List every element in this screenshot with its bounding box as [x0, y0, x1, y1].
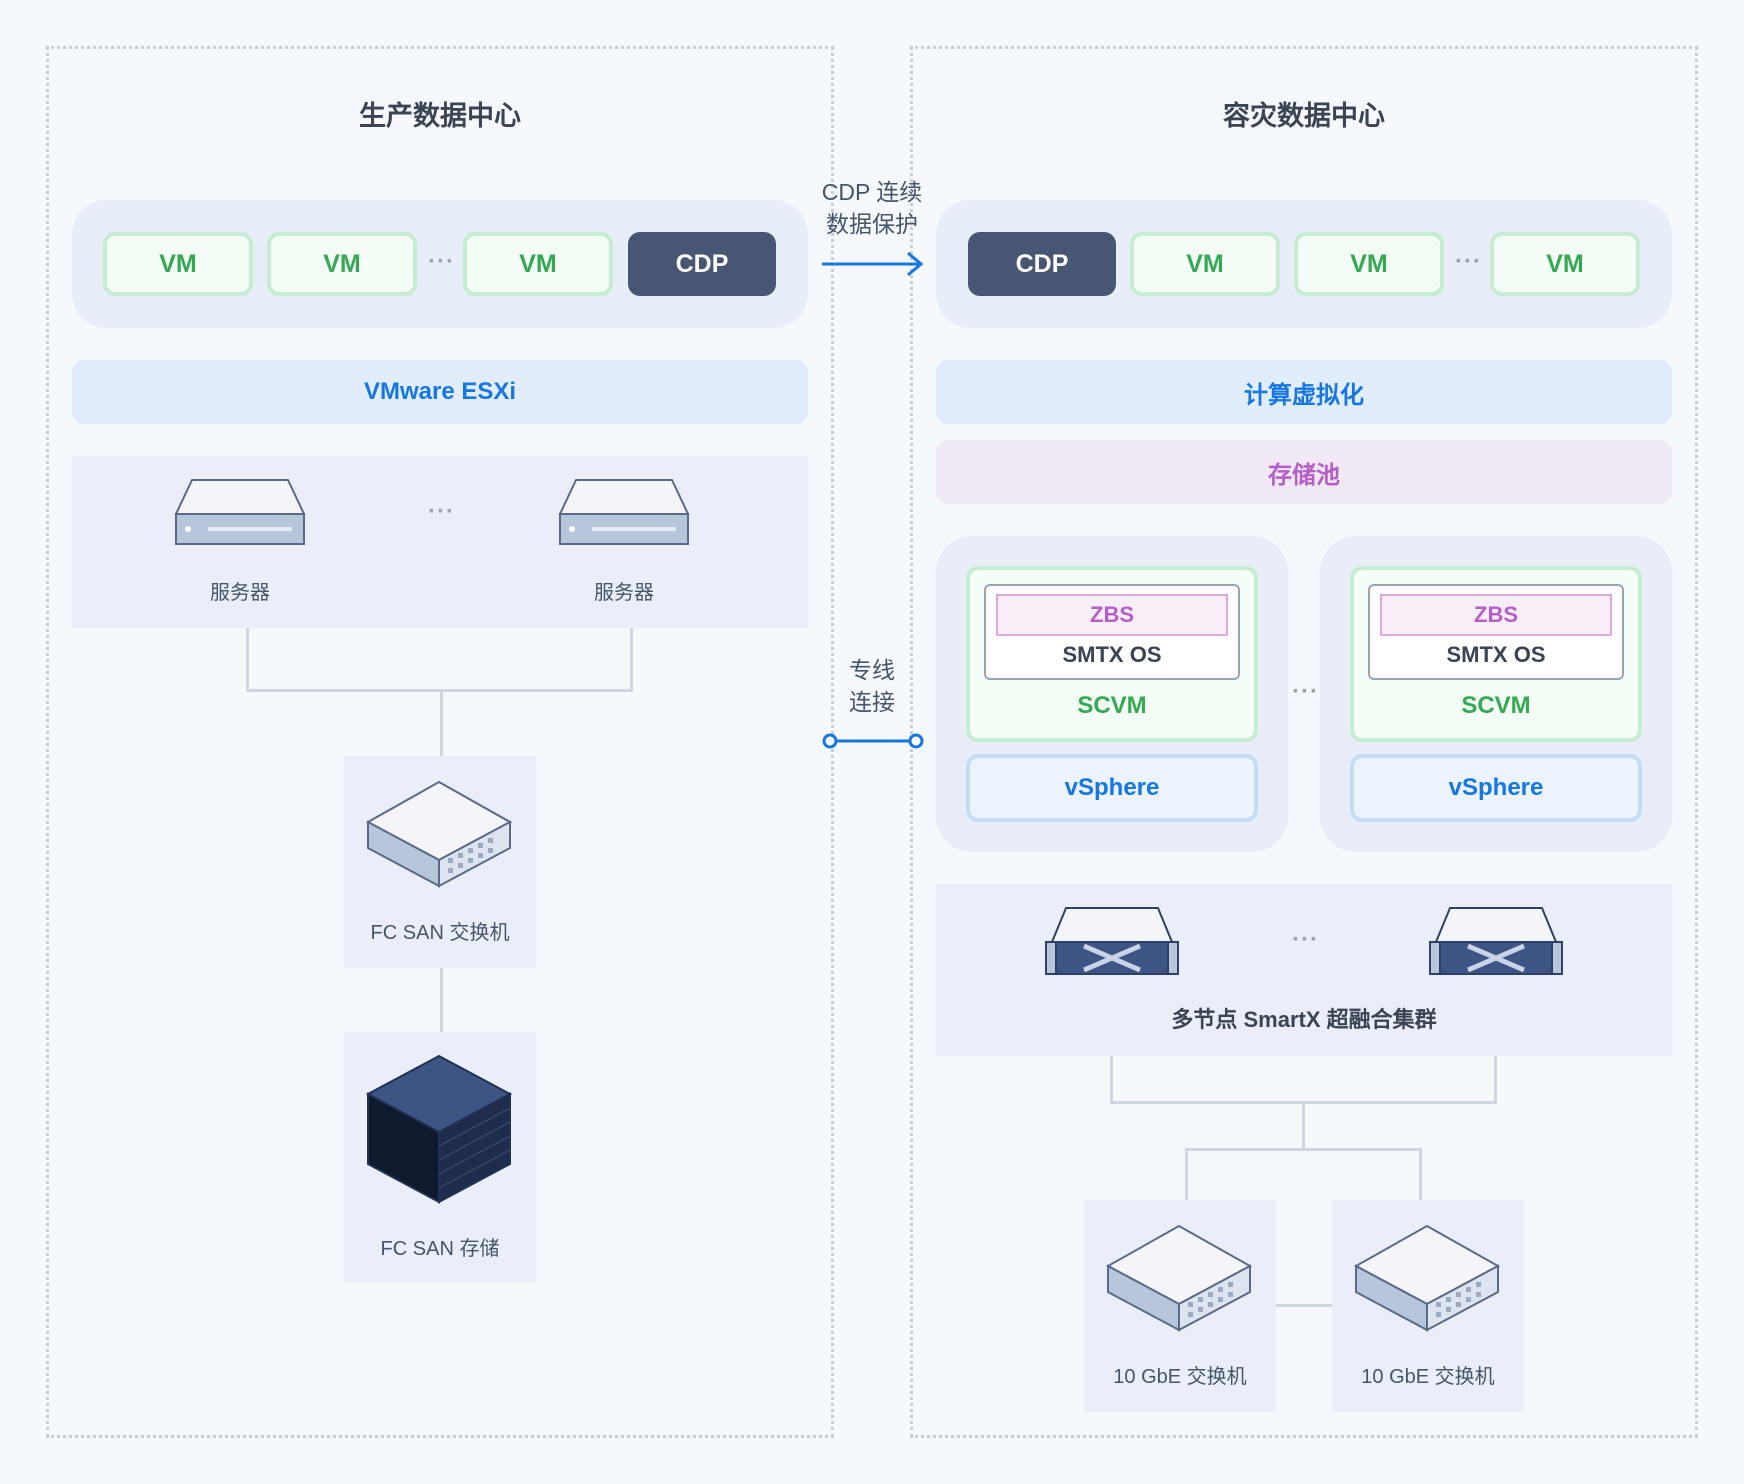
scvm-label: SCVM: [1077, 692, 1147, 719]
gbe-switch-label: 10 GbE 交换机: [1361, 1366, 1495, 1388]
connector-line: [246, 628, 249, 692]
vm-box: VM: [103, 232, 253, 296]
cdp-box: CDP: [968, 232, 1116, 296]
storage-cube-icon: [366, 1054, 512, 1204]
connector-line: [440, 968, 443, 1032]
ellipsis: ···: [1455, 248, 1482, 275]
vsphere-box: vSphere: [966, 754, 1258, 822]
vsphere-box: vSphere: [1350, 754, 1642, 822]
connector-line: [1185, 1148, 1422, 1151]
network-switch-icon: [1354, 1224, 1500, 1332]
server-icon: [558, 479, 690, 545]
network-switch-icon: [366, 780, 512, 888]
server-label: 服务器: [210, 582, 270, 604]
vm-box: VM: [267, 232, 417, 296]
hci-server-icon: [1429, 907, 1563, 975]
connector-line: [1302, 1101, 1305, 1151]
fc-switch-label: FC SAN 交换机: [370, 922, 510, 944]
cluster-label: 多节点 SmartX 超融合集群: [1171, 1007, 1437, 1032]
gbe-switch-label: 10 GbE 交换机: [1113, 1366, 1247, 1388]
scvm-label: SCVM: [1461, 692, 1531, 719]
link-connector-icon: [822, 733, 924, 749]
smtx-os-label: SMTX OS: [1062, 642, 1162, 667]
connector-line: [246, 689, 633, 692]
connector-line: [1419, 1148, 1422, 1200]
ellipsis: ···: [1292, 926, 1319, 953]
dr-title: 容灾数据中心: [1223, 101, 1385, 131]
server-label: 服务器: [594, 582, 654, 604]
connector-line: [1110, 1056, 1113, 1104]
vm-box: VM: [1490, 232, 1640, 296]
smtx-os-label: SMTX OS: [1446, 642, 1546, 667]
cdp-protection-label: CDP 连续 数据保护: [821, 179, 923, 237]
vm-box: VM: [1130, 232, 1280, 296]
compute-virtualization-band: 计算虚拟化: [936, 360, 1672, 424]
connector-line: [1276, 1304, 1332, 1307]
vm-box: VM: [1294, 232, 1444, 296]
connector-line: [630, 628, 633, 692]
connector-line: [440, 689, 443, 757]
zbs-box: ZBS: [996, 594, 1228, 636]
fc-storage-label: FC SAN 存储: [380, 1238, 500, 1260]
vm-box: VM: [463, 232, 613, 296]
zbs-box: ZBS: [1380, 594, 1612, 636]
cdp-box: CDP: [628, 232, 776, 296]
arrow-right-icon: [822, 251, 924, 277]
network-switch-icon: [1106, 1224, 1252, 1332]
connector-line: [1185, 1148, 1188, 1200]
server-icon: [174, 479, 306, 545]
production-title: 生产数据中心: [359, 101, 521, 131]
hci-server-icon: [1045, 907, 1179, 975]
storage-pool-band: 存储池: [936, 440, 1672, 504]
dedicated-line-label: 专线 连接: [849, 657, 895, 715]
connector-line: [1494, 1056, 1497, 1104]
ellipsis: ···: [428, 498, 455, 525]
ellipsis: ···: [1292, 678, 1319, 705]
vmware-esxi-band: VMware ESXi: [72, 360, 808, 424]
ellipsis: ···: [428, 248, 455, 275]
